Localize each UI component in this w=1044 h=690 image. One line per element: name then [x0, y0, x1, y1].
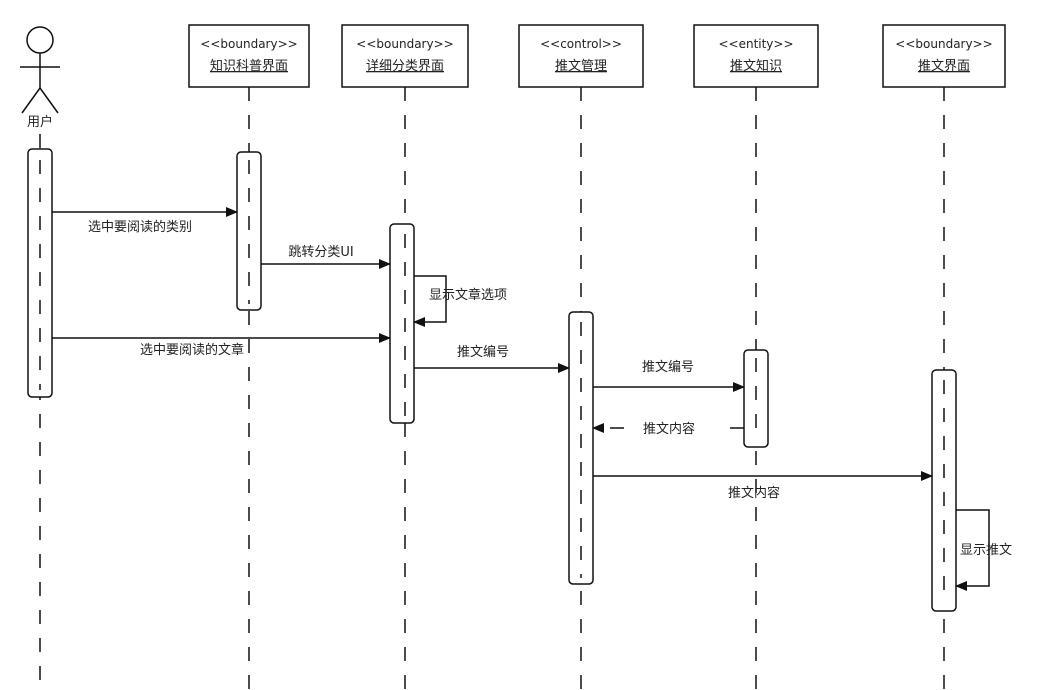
- participant-stereotype: <<entity>>: [718, 37, 793, 51]
- message-label: 显示文章选项: [429, 287, 507, 303]
- participant-post-manager: <<control>> 推文管理: [518, 24, 644, 88]
- message-label: 推文内容: [643, 421, 695, 437]
- message-label: 推文内容: [728, 485, 780, 501]
- message-label: 选中要阅读的类别: [88, 219, 192, 235]
- participant-post-page: <<boundary>> 推文界面: [882, 24, 1006, 88]
- participant-post-knowledge: <<entity>> 推文知识: [693, 24, 819, 88]
- participant-name: 详细分类界面: [366, 59, 444, 74]
- participant-name: 知识科普界面: [210, 58, 288, 74]
- message-6: 推文编号: [593, 360, 745, 392]
- message-label: 显示推文: [960, 543, 1012, 558]
- message-1: 选中要阅读的类别: [52, 207, 238, 235]
- participant-box: [518, 24, 644, 88]
- message-4: 选中要阅读的文章: [52, 333, 391, 358]
- self-message-arrow: [955, 509, 990, 591]
- participant-category-page: <<boundary>> 详细分类界面: [341, 24, 469, 88]
- self-message-arrow: [413, 275, 447, 327]
- participant-box: [882, 24, 1006, 88]
- actor-right-leg: [39, 87, 59, 114]
- participant-stereotype: <<control>>: [540, 37, 622, 51]
- participant-name: 推文界面: [918, 59, 970, 74]
- participant-box: [341, 24, 469, 88]
- participant-stereotype: <<boundary>>: [356, 37, 453, 51]
- message-label: 选中要阅读的文章: [140, 342, 244, 358]
- actor-left-leg: [21, 87, 41, 114]
- participant-stereotype: <<boundary>>: [895, 37, 992, 51]
- actor-label: 用户: [27, 114, 53, 130]
- participant-name: 推文管理: [555, 59, 607, 74]
- participant-stereotype: <<boundary>>: [200, 37, 297, 51]
- message-2: 跳转分类UI: [261, 245, 391, 269]
- message-7-return: 推文内容: [592, 418, 744, 438]
- activation-bar-category-page: [389, 223, 415, 424]
- message-label: 推文编号: [642, 360, 694, 375]
- actor-user: 用户: [20, 26, 60, 130]
- actor-head: [26, 26, 54, 54]
- activation-bar-knowledge-page: [236, 151, 262, 311]
- message-9-self: 显示推文: [955, 509, 1012, 591]
- participant-knowledge-page: <<boundary>> 知识科普界面: [188, 24, 310, 88]
- message-8: 推文内容: [593, 471, 933, 501]
- message-label: 跳转分类UI: [288, 245, 353, 260]
- message-3-self: 显示文章选项: [413, 275, 507, 327]
- participant-box: [188, 24, 310, 88]
- message-label: 推文编号: [457, 345, 509, 360]
- message-5: 推文编号: [414, 345, 570, 373]
- activation-bar-post-page: [931, 369, 957, 612]
- participant-box: [693, 24, 819, 88]
- label-mask: [632, 418, 706, 438]
- participant-name: 推文知识: [730, 58, 782, 74]
